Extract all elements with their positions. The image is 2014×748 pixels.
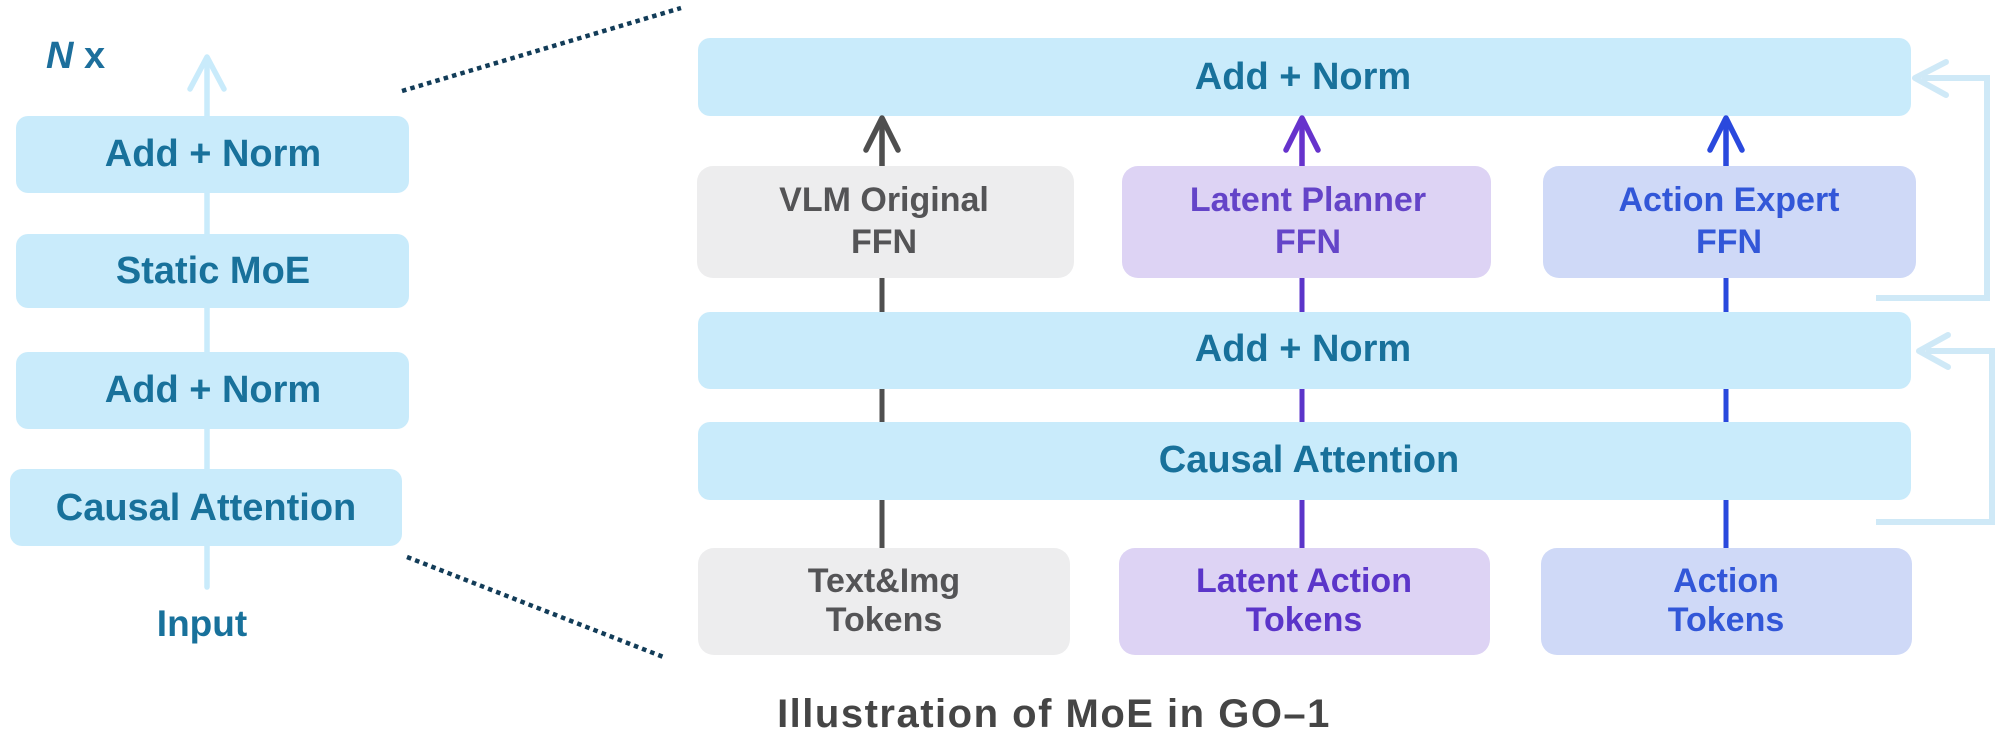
- svg-text:Add + Norm: Add + Norm: [1195, 56, 1411, 98]
- svg-text:Latent Planner: Latent Planner: [1190, 181, 1426, 219]
- svg-text:Tokens: Tokens: [826, 601, 943, 639]
- svg-text:Static MoE: Static MoE: [116, 250, 310, 292]
- svg-text:Add + Norm: Add + Norm: [1195, 328, 1411, 370]
- svg-text:Illustration of MoE in GO–1: Illustration of MoE in GO–1: [777, 692, 1331, 736]
- svg-text:Causal Attention: Causal Attention: [1159, 439, 1460, 481]
- svg-text:FFN: FFN: [1696, 223, 1762, 261]
- svg-text:Latent Action: Latent Action: [1196, 562, 1412, 600]
- svg-text:Tokens: Tokens: [1246, 601, 1363, 639]
- svg-text:Add + Norm: Add + Norm: [105, 369, 321, 411]
- svg-text:Input: Input: [157, 603, 247, 644]
- svg-text:FFN: FFN: [1275, 223, 1341, 261]
- svg-text:Action: Action: [1673, 562, 1779, 600]
- svg-text:Tokens: Tokens: [1668, 601, 1785, 639]
- svg-text:Text&Img: Text&Img: [808, 562, 960, 600]
- svg-text:Action Expert: Action Expert: [1618, 181, 1839, 219]
- svg-text:FFN: FFN: [851, 223, 917, 261]
- svg-text:Add + Norm: Add + Norm: [105, 133, 321, 175]
- svg-text:N x: N x: [46, 35, 105, 77]
- svg-text:VLM Original: VLM Original: [779, 181, 989, 219]
- svg-text:Causal Attention: Causal Attention: [56, 487, 357, 529]
